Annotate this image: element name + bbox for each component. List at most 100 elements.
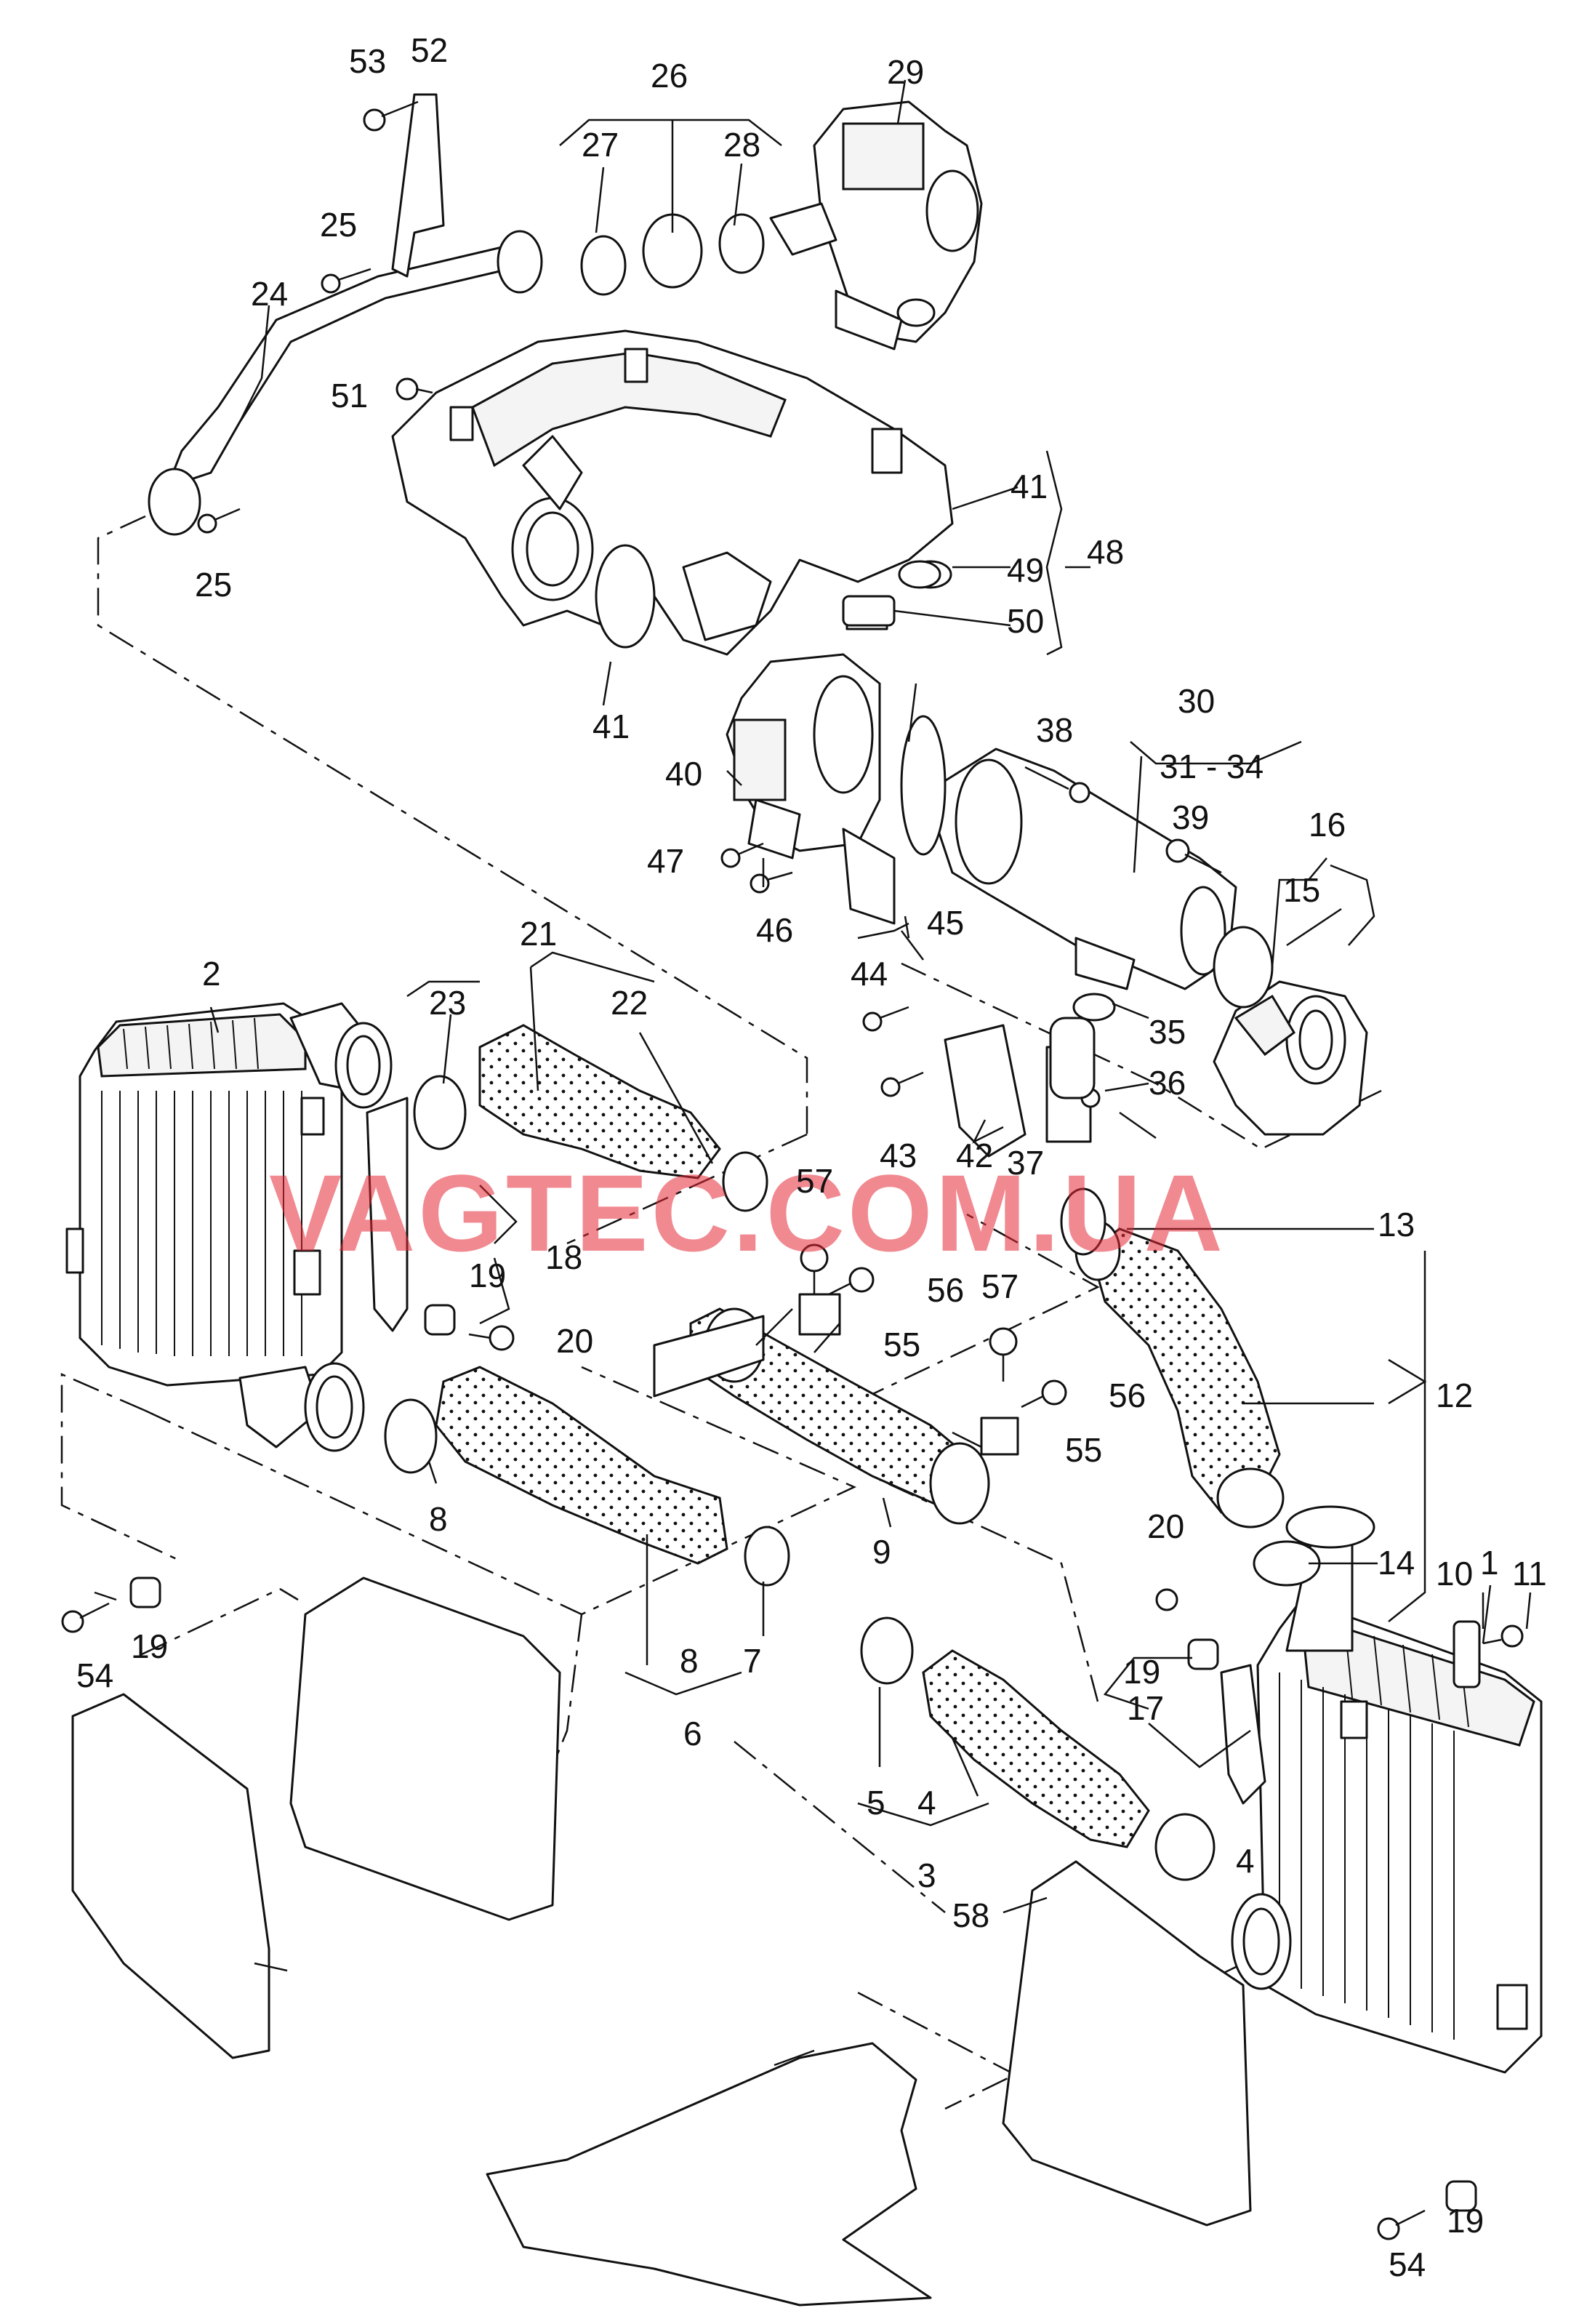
callout-25a: 25 [320, 206, 357, 244]
callout-19d: 19 [1447, 2202, 1484, 2240]
callout-21: 21 [520, 915, 557, 953]
callout-37: 40 [665, 755, 702, 793]
callout-53a: 56 [927, 1271, 964, 1309]
callout-16: 16 [1309, 806, 1346, 844]
callout-15: 15 [1283, 871, 1320, 909]
throttle-body [726, 653, 881, 860]
callout-45: 48 [1087, 533, 1124, 571]
bolt-41 [862, 1006, 909, 1032]
vent-hose [148, 230, 543, 536]
callout-22: 22 [611, 984, 648, 1022]
callout-29: 29 [887, 53, 924, 91]
callout-labels: 1 2 3 4 4 5 6 7 8 8 9 10 11 12 13 14 15 … [76, 31, 1547, 2283]
bolt-54a [800, 1243, 829, 1294]
callout-28: 28 [723, 126, 760, 164]
bolt-44 [720, 842, 764, 868]
leader-lines [94, 79, 1532, 2067]
callout-5: 5 [867, 1784, 885, 1822]
callout-8b: 8 [680, 1642, 699, 1680]
callout-41: 44 [851, 955, 888, 993]
bolt-53a [828, 1267, 875, 1296]
callout-52a: 55 [883, 1326, 920, 1363]
bolt-35 [1024, 766, 1090, 804]
callout-25b: 25 [195, 566, 232, 604]
callout-4b: 4 [1236, 1842, 1255, 1880]
callout-53b: 56 [1109, 1377, 1146, 1414]
callout-2: 2 [202, 955, 221, 993]
sensor-10 [1453, 1620, 1481, 1688]
bolt-25a [321, 268, 371, 294]
callout-55: 58 [952, 1896, 989, 1934]
callout-19b: 19 [131, 1627, 168, 1665]
grommet-19c [1187, 1638, 1219, 1670]
bolt-25b [197, 508, 241, 534]
bolt-11 [1482, 1624, 1524, 1648]
callout-20a: 20 [556, 1322, 593, 1360]
callout-30: 30 [1178, 682, 1215, 720]
callout-19c: 19 [1123, 1653, 1160, 1691]
callout-24: 24 [251, 275, 288, 313]
callout-46: 49 [1007, 551, 1044, 589]
seal-46 [898, 560, 941, 589]
callout-11: 11 [1512, 1555, 1547, 1592]
grommet-19b [424, 1304, 456, 1336]
bolt-51b [1377, 2209, 1426, 2240]
air-ducts [71, 1576, 1252, 2307]
callout-9: 9 [872, 1533, 891, 1571]
bolt-53b [1021, 1379, 1067, 1409]
callout-49: 52 [411, 31, 448, 69]
callout-19a: 19 [469, 1257, 506, 1294]
callout-3: 3 [917, 1856, 936, 1894]
callout-44: 47 [647, 842, 684, 880]
grommet-19a [129, 1576, 161, 1608]
bolt-54b [989, 1327, 1018, 1382]
callout-1: 1 [1480, 1544, 1499, 1582]
callout-54a: 57 [796, 1162, 833, 1200]
callout-38b: 41 [592, 708, 630, 745]
clamps [384, 213, 1321, 1881]
callout-51a: 54 [76, 1656, 113, 1694]
left-intercooler [65, 1002, 393, 1452]
callout-43: 46 [756, 911, 793, 949]
callout-27: 27 [582, 126, 619, 164]
callout-12: 12 [1436, 1377, 1473, 1414]
callout-50: 53 [349, 42, 386, 80]
bolt-48 [395, 377, 433, 401]
callout-38a: 41 [1011, 468, 1048, 505]
callout-48: 51 [331, 377, 368, 414]
right-intercooler [1231, 1505, 1543, 2074]
callout-20b: 20 [1147, 1507, 1184, 1545]
bolt-40 [880, 1071, 924, 1097]
callout-18: 18 [545, 1238, 582, 1276]
callout-35: 38 [1036, 711, 1073, 749]
callout-39: 42 [956, 1137, 993, 1174]
bolt-20a [468, 1325, 515, 1351]
grommet-19d [1445, 2180, 1477, 2212]
callout-17: 17 [1127, 1689, 1164, 1727]
callout-7: 7 [743, 1642, 762, 1680]
callout-33: 36 [1149, 1064, 1186, 1102]
callout-6: 6 [683, 1715, 702, 1752]
callout-23: 23 [429, 984, 466, 1022]
callout-36: 39 [1172, 798, 1209, 836]
callout-52b: 55 [1065, 1431, 1102, 1469]
bolts [61, 100, 1524, 2240]
callout-8a: 8 [429, 1500, 448, 1538]
callout-40: 43 [880, 1137, 917, 1174]
intake-manifold [391, 329, 954, 656]
watermark: VAGTEC.COM.UA [269, 1152, 1226, 1274]
callout-26: 26 [651, 57, 688, 95]
sensor-housing [1213, 980, 1368, 1136]
bolt-51a [61, 1602, 110, 1633]
callout-31-34: 31 - 34 [1160, 748, 1263, 785]
callout-10: 10 [1436, 1555, 1473, 1592]
tube-33 [1049, 1017, 1096, 1099]
bolt-36 [1165, 838, 1222, 874]
callout-32: 35 [1149, 1013, 1186, 1051]
callout-42: 45 [927, 904, 964, 942]
callout-13: 13 [1378, 1206, 1415, 1243]
charge-air-pipe [936, 748, 1237, 990]
callout-51b: 54 [1389, 2245, 1426, 2283]
gasket-47 [842, 595, 896, 627]
